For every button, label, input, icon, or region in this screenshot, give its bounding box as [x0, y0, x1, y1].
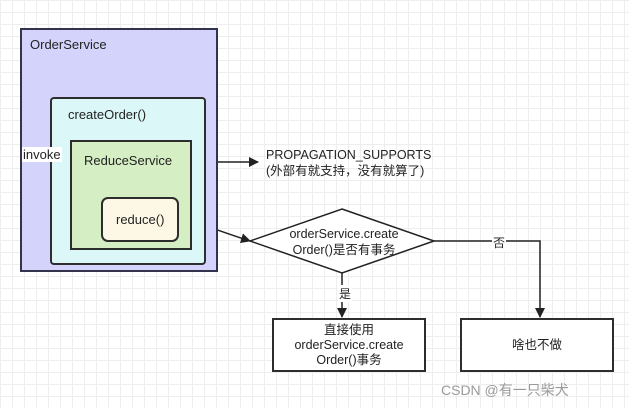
decision-label: orderService.create Order()是否有事务	[270, 226, 418, 258]
create-order-label: createOrder()	[68, 107, 147, 122]
reduce-node	[101, 197, 179, 242]
propagation-note-title: PROPAGATION_SUPPORTS	[266, 148, 432, 162]
reduce-label: reduce()	[116, 212, 165, 227]
decision-label-line1: orderService.create	[289, 227, 399, 241]
order-service-label: OrderService	[30, 37, 107, 52]
use-transaction-line1: 直接使用	[323, 322, 374, 337]
use-transaction-node: 直接使用 orderService.create Order()事务	[272, 318, 426, 372]
reduce-service-label: ReduceService	[84, 153, 173, 168]
watermark: CSDN @有一只柴犬	[441, 382, 569, 398]
decision-label-line2: Order()是否有事务	[292, 243, 396, 257]
use-transaction-line3: Order()事务	[316, 352, 382, 367]
no-branch-arrow	[434, 240, 545, 318]
invoke-edge-label: invoke	[22, 147, 62, 162]
use-transaction-line2: orderService.create	[294, 337, 404, 352]
propagation-note-description: (外部有就支持，没有就算了)	[266, 164, 425, 178]
no-edge-label: 否	[492, 234, 507, 251]
do-nothing-node: 啥也不做	[460, 318, 614, 372]
propagation-note: PROPAGATION_SUPPORTS (外部有就支持，没有就算了)	[266, 147, 431, 179]
do-nothing-label: 啥也不做	[511, 337, 562, 352]
yes-edge-label: 是	[338, 285, 353, 302]
